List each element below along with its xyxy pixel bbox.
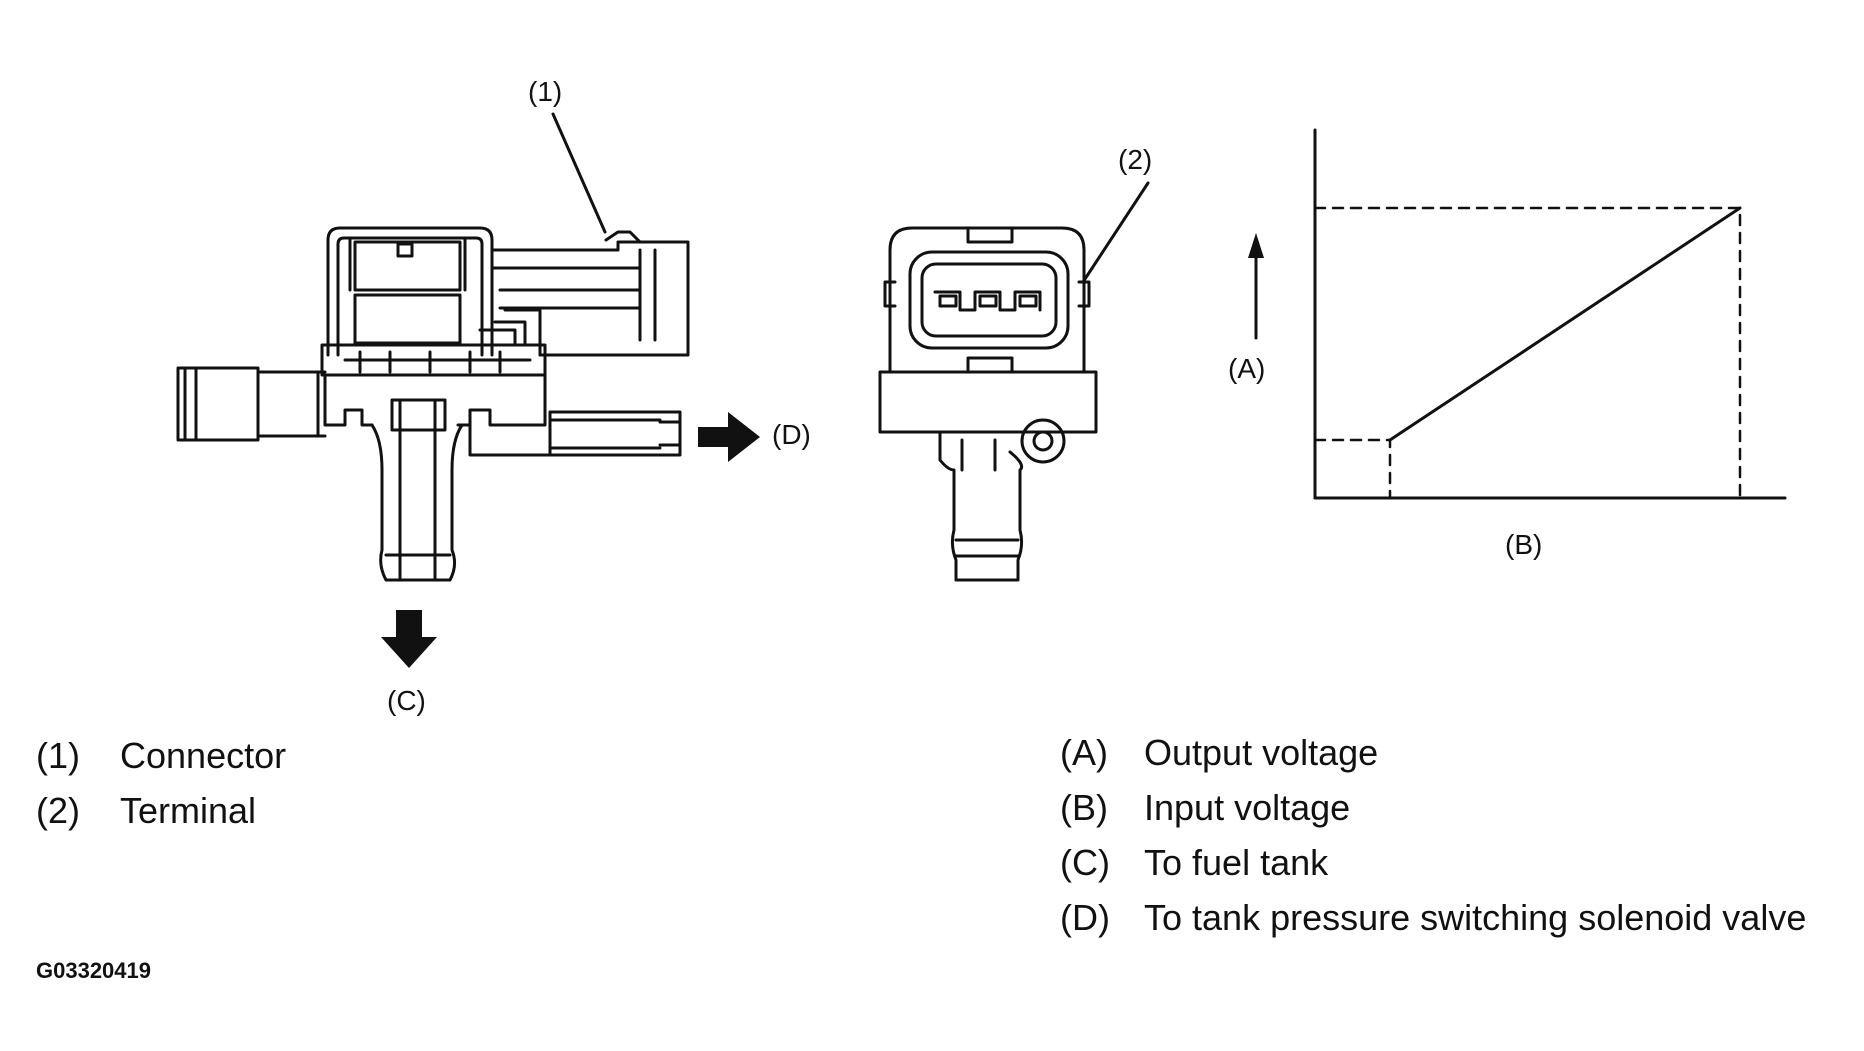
legend-text: Terminal [120, 790, 257, 831]
legend-item: (1) Connector [36, 728, 286, 783]
callout-a: (A) [1228, 353, 1265, 384]
arrow-right-icon [698, 412, 760, 462]
legend-key: (A) [1060, 732, 1108, 773]
graph-line [1388, 206, 1742, 442]
callout-c: (C) [387, 685, 426, 716]
graph-guides [1313, 206, 1742, 500]
legend-item: (C) To fuel tank [1060, 835, 1806, 890]
legend-item: (2) Terminal [36, 783, 286, 838]
legend-key: (D) [1060, 897, 1110, 938]
arrow-up-icon [1248, 233, 1264, 258]
legend-text: Input voltage [1144, 787, 1351, 828]
callout-b: (B) [1505, 529, 1542, 560]
legend-key: (2) [36, 790, 80, 831]
legend-text: To tank pressure switching solenoid valv… [1144, 897, 1807, 938]
legend-key: (1) [36, 735, 80, 776]
arrow-down-icon [381, 610, 437, 668]
legend-text: Output voltage [1144, 732, 1379, 773]
legend-item: (A) Output voltage [1060, 725, 1806, 780]
legend-key: (C) [1060, 842, 1110, 883]
legend-key: (B) [1060, 787, 1108, 828]
sensor-front-view [878, 181, 1150, 582]
legend-signals: (A) Output voltage (B) Input voltage (C)… [1060, 725, 1806, 945]
callout-2: (2) [1118, 144, 1152, 175]
legend-item: (B) Input voltage [1060, 780, 1806, 835]
callout-d: (D) [772, 419, 811, 450]
legend-text: Connector [120, 735, 287, 776]
legend-text: To fuel tank [1144, 842, 1329, 883]
voltage-graph [1254, 128, 1787, 500]
sensor-side-view [176, 112, 690, 582]
callout-1: (1) [528, 76, 562, 107]
legend-parts: (1) Connector (2) Terminal [36, 728, 286, 838]
figure-id: G03320419 [36, 958, 151, 983]
legend-item: (D) To tank pressure switching solenoid … [1060, 890, 1806, 945]
